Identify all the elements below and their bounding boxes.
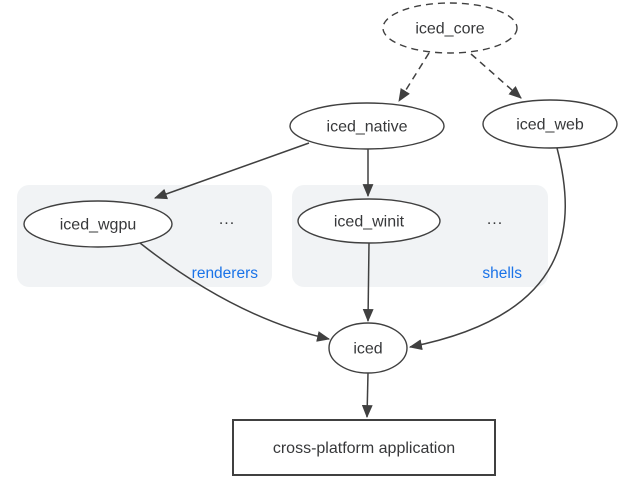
node-iced-wgpu-label: iced_wgpu (60, 217, 137, 234)
edge-web-to-iced (408, 147, 566, 350)
node-iced-native-label: iced_native (327, 119, 408, 136)
node-iced-winit-label: iced_winit (334, 214, 405, 231)
edge-core-to-native (398, 52, 430, 102)
node-iced-label: iced (353, 341, 382, 358)
node-iced (328, 322, 408, 374)
edge-winit-to-iced (362, 242, 374, 323)
node-iced-core-label: iced_core (415, 21, 484, 38)
node-iced-native (289, 102, 445, 150)
group-label-renderers: renderers (192, 265, 259, 282)
edge-iced-to-app (361, 372, 373, 419)
node-iced-wgpu (23, 200, 173, 248)
node-cross-platform-application-label: cross-platform application (273, 440, 455, 457)
node-iced-core (382, 2, 518, 54)
renderers-ellipsis: ... (219, 211, 235, 228)
node-iced-web-label: iced_web (516, 117, 584, 134)
edge-native-to-wgpu (153, 142, 310, 200)
group-label-shells: shells (482, 265, 522, 282)
shells-ellipsis: ... (487, 211, 503, 228)
node-cross-platform-application (232, 419, 496, 476)
node-iced-winit (297, 198, 441, 244)
edge-core-to-web (470, 53, 522, 99)
node-iced-web (482, 99, 618, 149)
edge-wgpu-to-iced (139, 242, 331, 342)
